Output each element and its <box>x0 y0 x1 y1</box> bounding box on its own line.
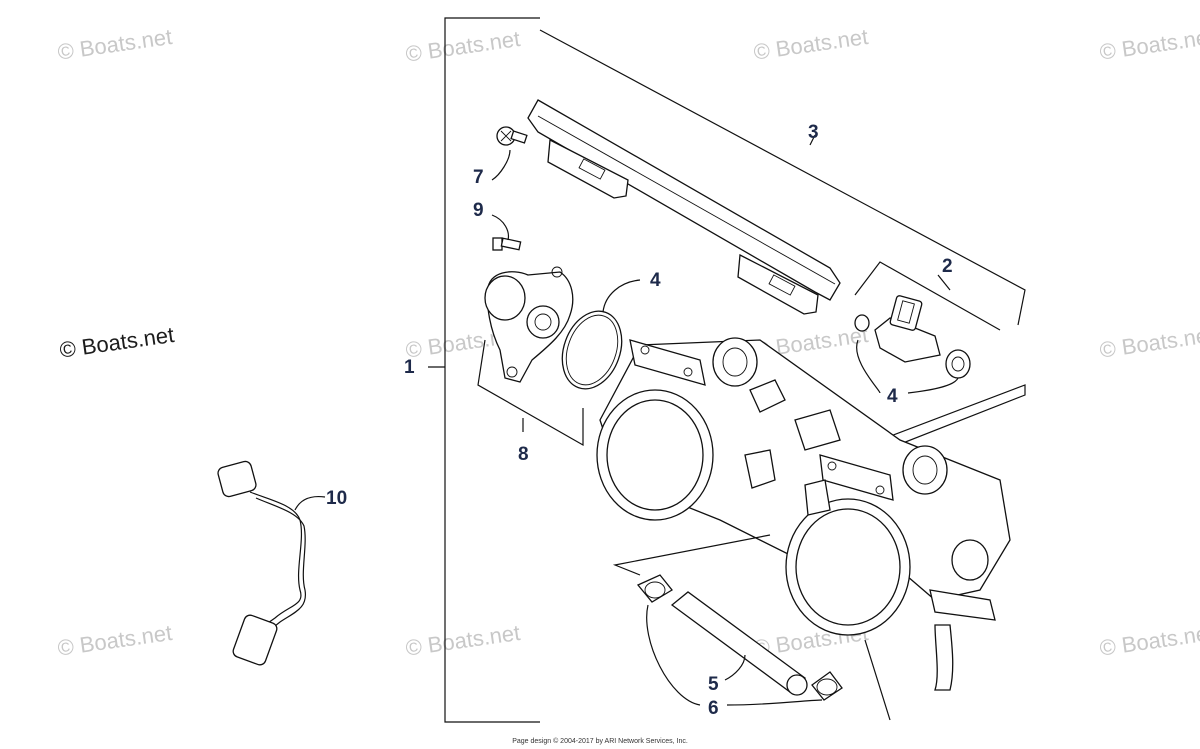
bracket-1 <box>428 17 540 723</box>
wire-harness <box>217 460 307 666</box>
o-ring <box>561 310 623 390</box>
leader-4a <box>602 279 641 313</box>
leader-5 <box>724 654 746 681</box>
callout-9: 9 <box>473 200 484 221</box>
hose-clamp <box>811 671 843 701</box>
screw-9 <box>492 237 522 251</box>
callout-3: 3 <box>808 122 819 143</box>
callout-4-right: 4 <box>887 386 898 407</box>
hose-clamp <box>636 574 673 603</box>
hose-bracket-left <box>612 534 771 576</box>
fuel-rail-leader <box>539 29 1026 326</box>
leader-6-left <box>646 604 701 706</box>
bracket-8 <box>477 339 584 447</box>
callout-7: 7 <box>473 167 484 188</box>
callout-6: 6 <box>708 698 719 719</box>
callout-4-left: 4 <box>650 270 661 291</box>
leader-4b <box>856 339 881 394</box>
throttle-body <box>596 337 1026 691</box>
callout-1: 1 <box>404 357 415 378</box>
leader-2 <box>937 274 951 291</box>
screw-7 <box>496 126 528 146</box>
leader-6-right <box>726 699 823 706</box>
leader-4b-right <box>907 377 959 394</box>
hose-bracket-right <box>864 639 891 721</box>
callout-2: 2 <box>942 256 953 277</box>
throttle-position-sensor <box>484 266 574 383</box>
leader-9 <box>491 214 510 241</box>
leader-10 <box>294 495 326 511</box>
footer-copyright: Page design © 2004-2017 by ARI Network S… <box>512 738 688 745</box>
hose <box>670 591 808 696</box>
fuel-injector <box>854 295 971 379</box>
callout-8: 8 <box>518 444 529 465</box>
callout-5: 5 <box>708 674 719 695</box>
fuel-rail <box>527 99 841 315</box>
callout-10: 10 <box>326 488 347 509</box>
bracket-2 <box>854 261 1001 331</box>
leader-7 <box>491 149 511 181</box>
